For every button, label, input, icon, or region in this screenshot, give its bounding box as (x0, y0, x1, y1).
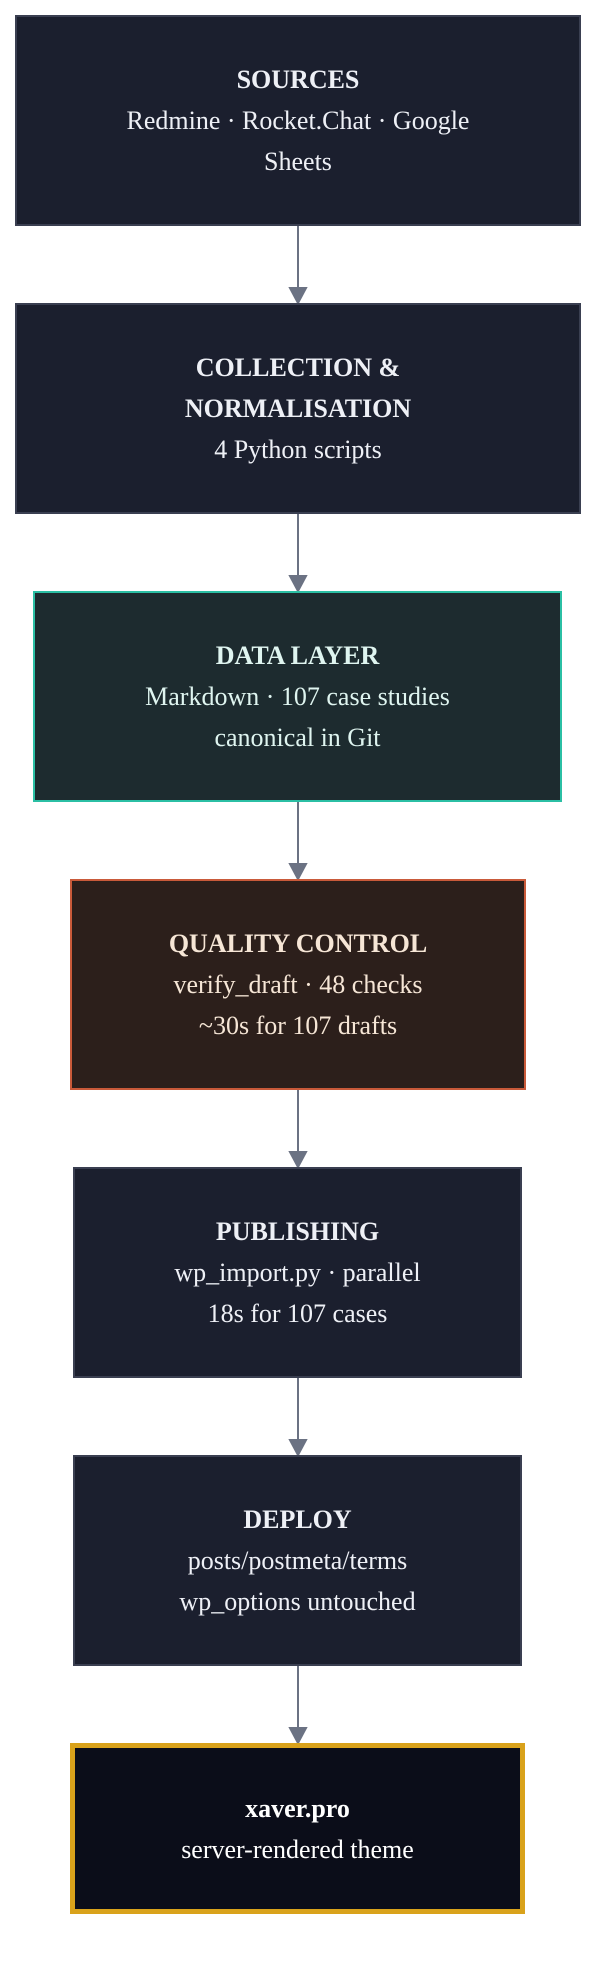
arrowhead (288, 1727, 308, 1746)
node-detail: 18s for 107 cases (207, 1299, 388, 1328)
arrowhead (288, 575, 308, 594)
node-deploy: DEPLOY posts/postmeta/terms wp_options u… (73, 1455, 522, 1666)
node-title: PUBLISHING (215, 1217, 380, 1246)
node-detail: wp_options untouched (179, 1587, 416, 1616)
node-sources: SOURCES Redmine · Rocket.Chat · Google S… (15, 15, 581, 226)
node-publishing: PUBLISHING wp_import.py · parallel 18s f… (73, 1167, 522, 1378)
node-title: DATA LAYER (215, 641, 380, 670)
node-detail: ~30s for 107 drafts (198, 1011, 398, 1040)
node-detail: posts/postmeta/terms (187, 1546, 408, 1575)
arrowhead (288, 1151, 308, 1170)
node-detail: server-rendered theme (181, 1834, 414, 1864)
node-detail: Redmine · Rocket.Chat · Google Sheets (126, 106, 470, 176)
node-title: xaver.pro (245, 1793, 350, 1823)
node-detail: Markdown · 107 case studies (145, 682, 450, 711)
node-collection-normalisation: COLLECTION & NORMALISATION 4 Python scri… (15, 303, 581, 514)
node-data-layer: DATA LAYER Markdown · 107 case studies c… (33, 591, 562, 802)
arrowhead (288, 863, 308, 882)
node-detail: 4 Python scripts (214, 435, 382, 464)
node-quality-control: QUALITY CONTROL verify_draft · 48 checks… (70, 879, 526, 1090)
node-detail: verify_draft · 48 checks (173, 970, 423, 999)
node-detail: canonical in Git (214, 723, 381, 752)
node-title: COLLECTION & NORMALISATION (184, 353, 412, 423)
node-title: DEPLOY (243, 1505, 352, 1534)
node-site-xaver-pro: xaver.pro server-rendered theme (70, 1743, 525, 1914)
arrowhead (288, 1439, 308, 1458)
node-title: QUALITY CONTROL (168, 929, 428, 958)
node-detail: wp_import.py · parallel (174, 1258, 421, 1287)
arrowhead (288, 287, 308, 306)
node-title: SOURCES (236, 65, 360, 94)
